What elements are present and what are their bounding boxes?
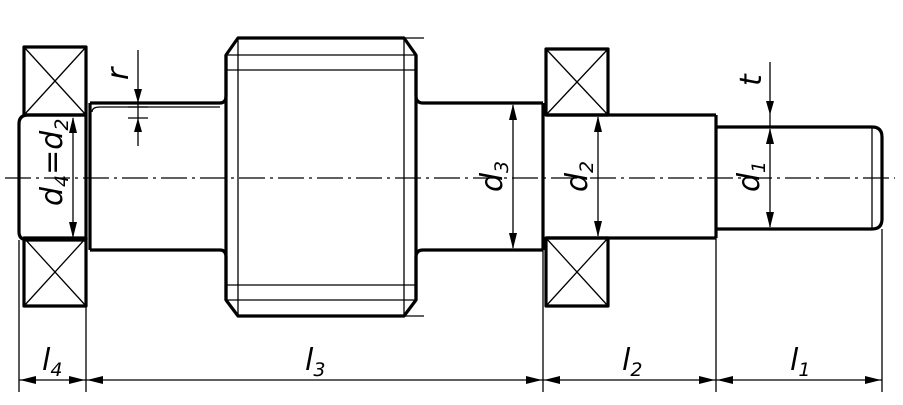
label-l1: l1 xyxy=(790,343,810,381)
extension-lines xyxy=(18,229,883,392)
label-l2: l2 xyxy=(622,343,642,381)
label-d1: d1 xyxy=(732,161,770,192)
dim-d3 xyxy=(509,104,517,249)
dim-t xyxy=(766,62,774,127)
dim-d2 xyxy=(594,116,602,237)
dim-lengths xyxy=(19,376,882,384)
dim-d1 xyxy=(766,128,774,228)
label-d4-eq-d2: d4=d2 xyxy=(35,119,73,206)
label-d2: d2 xyxy=(560,161,598,192)
label-l4: l4 xyxy=(42,343,62,381)
label-r: r xyxy=(101,66,136,80)
dim-d4 xyxy=(69,117,77,238)
shaft-outline xyxy=(17,36,884,318)
label-l3: l3 xyxy=(305,343,325,381)
label-t: t xyxy=(734,73,769,86)
label-d3: d3 xyxy=(475,161,513,192)
dim-r xyxy=(128,50,148,146)
